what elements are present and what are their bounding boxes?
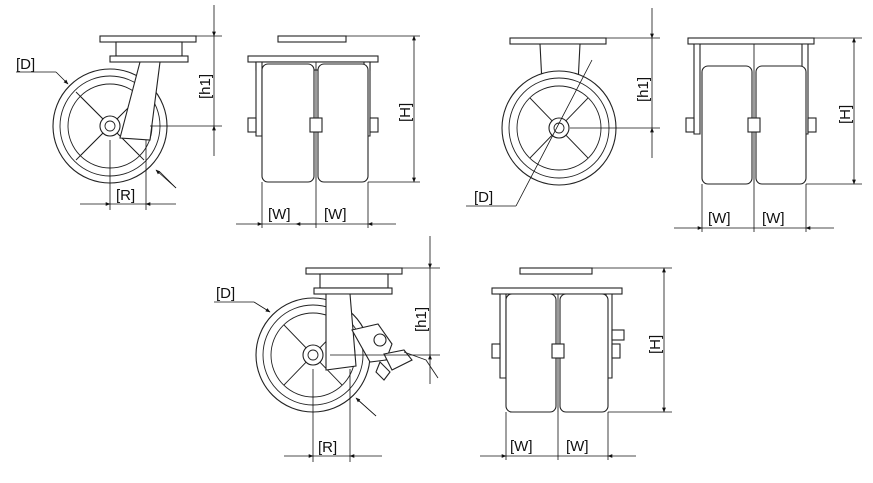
fixed-side-view <box>501 37 617 186</box>
r-label: [R] <box>116 187 135 204</box>
h-label-braked: [H] <box>647 335 664 354</box>
fixed-side-dimensions: [h1] [D] <box>466 8 660 207</box>
w-label-5: [W] <box>510 438 533 455</box>
h1-label: [h1] <box>197 74 214 99</box>
h-label: [H] <box>397 103 414 122</box>
swivel-side-view <box>52 35 197 184</box>
braked-swivel-dimensions: [h1] [D] [R] <box>214 236 440 462</box>
w-label-1: [W] <box>268 206 291 223</box>
w-label-2: [W] <box>324 206 347 223</box>
w-label-6: [W] <box>566 438 589 455</box>
d-label-braked: [D] <box>216 285 235 302</box>
w-label-4: [W] <box>762 210 785 227</box>
swivel-front-dimensions: [H] [W] [W] <box>236 35 420 228</box>
h1-label-fixed: [h1] <box>635 77 652 102</box>
h-label-fixed: [H] <box>837 105 854 124</box>
fixed-front-dimensions: [H] [W] [W] <box>674 37 862 232</box>
d-label: [D] <box>16 56 35 73</box>
swivel-front-view <box>247 35 379 183</box>
h1-label-braked: [h1] <box>413 307 430 332</box>
swivel-side-dimensions: [h1] [D] [R] <box>16 5 222 210</box>
braked-swivel-front-dimensions: [H] [W] [W] <box>480 267 672 460</box>
braked-swivel-side-view <box>255 267 439 413</box>
w-label-3: [W] <box>708 210 731 227</box>
d-label-fixed: [D] <box>474 189 493 206</box>
braked-swivel-front-view <box>491 267 625 413</box>
r-label-braked: [R] <box>318 439 337 456</box>
fixed-front-view <box>685 37 817 185</box>
